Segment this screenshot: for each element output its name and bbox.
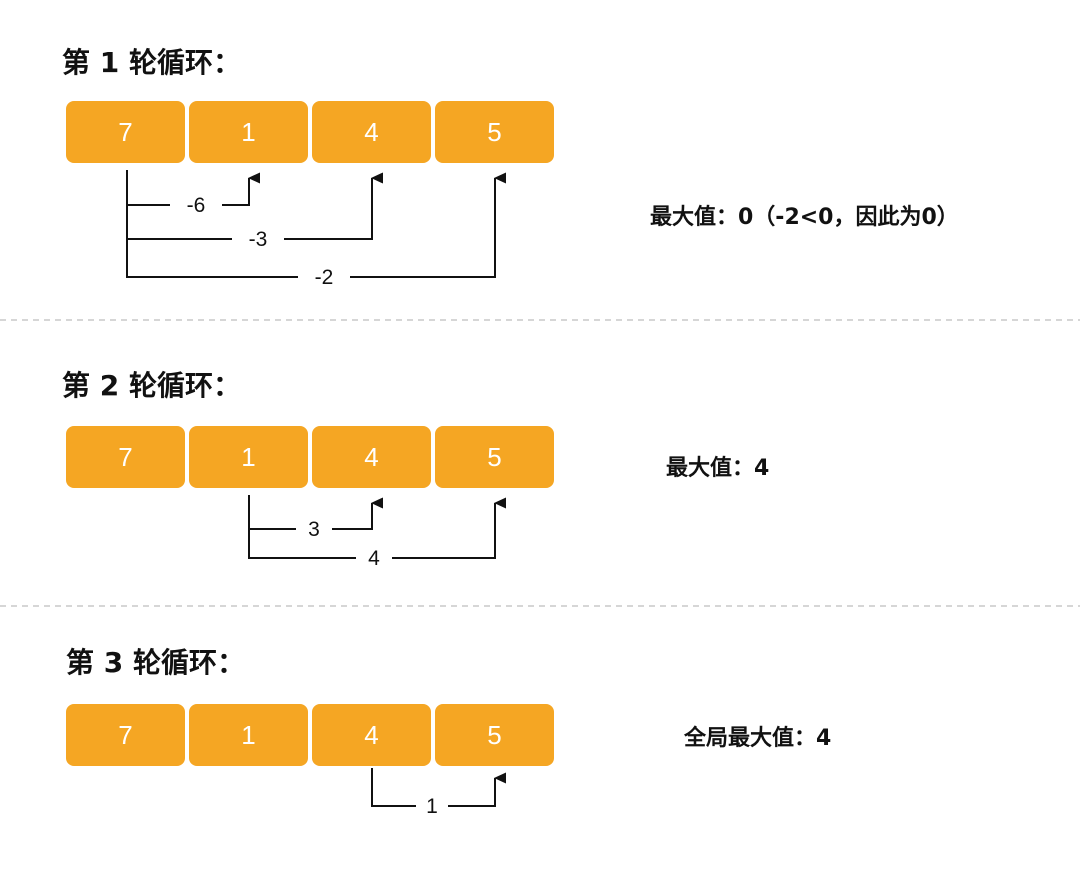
cell-value: 7 bbox=[118, 442, 132, 472]
array-cell: 4 bbox=[312, 101, 431, 163]
round-1-title: 第 1 轮循环： bbox=[62, 46, 241, 79]
diff-connector: 3 bbox=[248, 495, 372, 541]
cell-value: 1 bbox=[241, 720, 255, 750]
cell-value: 7 bbox=[118, 720, 132, 750]
cell-value: 1 bbox=[241, 117, 255, 147]
array-cell: 5 bbox=[435, 426, 554, 488]
array-cell: 4 bbox=[312, 426, 431, 488]
array-cell: 5 bbox=[435, 101, 554, 163]
diff-label: 1 bbox=[426, 795, 438, 818]
diff-label: 4 bbox=[368, 547, 380, 570]
diff-label: -6 bbox=[187, 194, 206, 217]
array-cell: 4 bbox=[312, 704, 431, 766]
round-3: 第 3 轮循环： 7 1 4 5 1 全局最大值：4 bbox=[66, 646, 831, 818]
diff-connector: 1 bbox=[371, 768, 495, 818]
round-3-title: 第 3 轮循环： bbox=[66, 646, 245, 679]
diff-label: -3 bbox=[249, 228, 268, 251]
cell-value: 5 bbox=[487, 117, 501, 147]
round-2-result: 最大值：4 bbox=[666, 455, 769, 481]
diff-label: 3 bbox=[308, 518, 320, 541]
cell-value: 5 bbox=[487, 720, 501, 750]
array-cell: 1 bbox=[189, 101, 308, 163]
diff-connector: 4 bbox=[248, 503, 495, 570]
round-3-result: 全局最大值：4 bbox=[683, 725, 831, 751]
array-cell: 7 bbox=[66, 426, 185, 488]
round-2: 第 2 轮循环： 7 1 4 5 3 bbox=[62, 369, 769, 570]
round-1-result: 最大值：0（-2<0，因此为0） bbox=[650, 204, 959, 230]
round-1-array: 7 1 4 5 bbox=[66, 101, 554, 163]
cell-value: 7 bbox=[118, 117, 132, 147]
diff-connector: -3 bbox=[126, 178, 372, 251]
cell-value: 4 bbox=[364, 117, 378, 147]
cell-value: 1 bbox=[241, 442, 255, 472]
diff-connector: -6 bbox=[126, 170, 249, 217]
diff-connector: -2 bbox=[126, 178, 495, 289]
cell-value: 4 bbox=[364, 442, 378, 472]
array-cell: 5 bbox=[435, 704, 554, 766]
round-2-array: 7 1 4 5 bbox=[66, 426, 554, 488]
array-cell: 7 bbox=[66, 101, 185, 163]
array-cell: 1 bbox=[189, 426, 308, 488]
round-1: 第 1 轮循环： 7 1 4 5 -6 bbox=[62, 46, 959, 289]
round-3-array: 7 1 4 5 bbox=[66, 704, 554, 766]
array-cell: 7 bbox=[66, 704, 185, 766]
round-2-title: 第 2 轮循环： bbox=[62, 369, 241, 402]
cell-value: 4 bbox=[364, 720, 378, 750]
cell-value: 5 bbox=[487, 442, 501, 472]
diff-label: -2 bbox=[315, 266, 334, 289]
array-cell: 1 bbox=[189, 704, 308, 766]
